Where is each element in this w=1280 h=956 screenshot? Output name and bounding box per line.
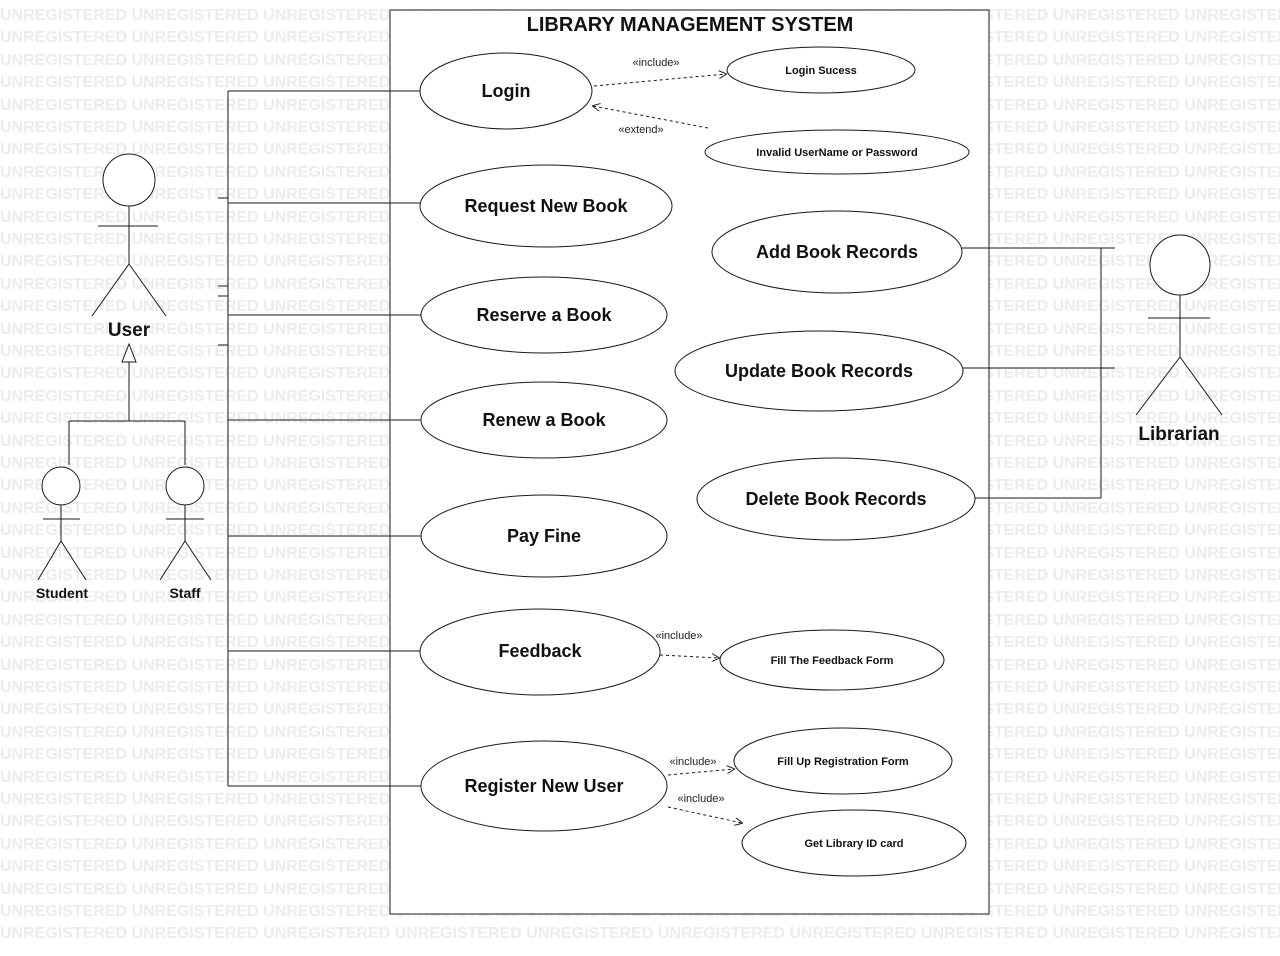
use-case-renew-book-label: Renew a Book <box>482 410 606 430</box>
use-case-request-new-book: Request New Book <box>419 164 673 248</box>
extend-arrow-login <box>593 106 709 129</box>
include-arrow-login <box>593 74 726 87</box>
use-case-pay-fine: Pay Fine <box>420 494 668 578</box>
watermark-row: UNREGISTERED UNREGISTERED UNREGISTERED U… <box>0 925 1280 942</box>
use-case-add-book-records-label: Add Book Records <box>756 242 918 262</box>
use-case-reserve-book: Reserve a Book <box>420 276 668 354</box>
use-case-fill-registration-form-label: Fill Up Registration Form <box>777 756 909 768</box>
use-case-invalid-login-label: Invalid UserName or Password <box>756 147 917 159</box>
use-case-renew-book: Renew a Book <box>420 381 668 459</box>
use-case-delete-book-records: Delete Book Records <box>696 457 976 541</box>
stereotype-extend-login: «extend» <box>618 124 663 136</box>
use-case-delete-book-records-label: Delete Book Records <box>745 489 926 509</box>
generalization <box>68 342 186 465</box>
use-case-get-library-id: Get Library ID card <box>741 809 967 877</box>
include-arrow-registration-form <box>667 769 734 776</box>
actor-librarian <box>1135 234 1223 416</box>
diagram-title: LIBRARY MANAGEMENT SYSTEM <box>527 14 854 36</box>
use-case-invalid-login: Invalid UserName or Password <box>704 129 970 175</box>
right-associations <box>962 247 1115 499</box>
stereotype-include-registration: «include» <box>669 756 716 768</box>
use-case-login-success-label: Login Sucess <box>785 65 857 77</box>
use-case-register-new-user: Register New User <box>420 740 668 832</box>
use-case-login-label: Login <box>482 81 531 101</box>
use-case-reserve-book-label: Reserve a Book <box>476 305 612 325</box>
use-case-feedback: Feedback <box>419 608 661 696</box>
use-case-login-success: Login Sucess <box>726 46 916 94</box>
actor-librarian-label: Librarian <box>1138 424 1219 445</box>
actor-student-label: Student <box>36 585 88 601</box>
use-case-register-new-user-label: Register New User <box>464 776 623 796</box>
actor-user-label: User <box>108 320 151 341</box>
use-case-update-book-records: Update Book Records <box>674 330 964 412</box>
actor-staff-label: Staff <box>169 585 200 601</box>
use-case-fill-feedback-form-label: Fill The Feedback Form <box>771 655 894 667</box>
actor-student <box>37 466 87 581</box>
use-case-fill-registration-form: Fill Up Registration Form <box>733 727 953 795</box>
dependency-arrows <box>593 74 742 823</box>
use-case-request-new-book-label: Request New Book <box>464 196 628 216</box>
use-case-update-book-records-label: Update Book Records <box>725 361 913 381</box>
stereotype-include-library-id: «include» <box>677 793 724 805</box>
include-arrow-library-id <box>667 806 742 823</box>
actor-staff <box>159 466 212 581</box>
use-case-fill-feedback-form: Fill The Feedback Form <box>719 629 945 691</box>
use-case-add-book-records: Add Book Records <box>711 210 963 294</box>
stereotype-include-feedback: «include» <box>655 630 702 642</box>
use-case-pay-fine-label: Pay Fine <box>507 526 581 546</box>
left-associations <box>218 90 421 787</box>
use-case-login: Login <box>419 52 593 130</box>
use-case-get-library-id-label: Get Library ID card <box>804 838 903 850</box>
use-case-feedback-label: Feedback <box>498 641 582 661</box>
stereotype-include-login: «include» <box>632 57 679 69</box>
include-arrow-feedback <box>659 655 719 658</box>
actor-user <box>91 153 167 317</box>
